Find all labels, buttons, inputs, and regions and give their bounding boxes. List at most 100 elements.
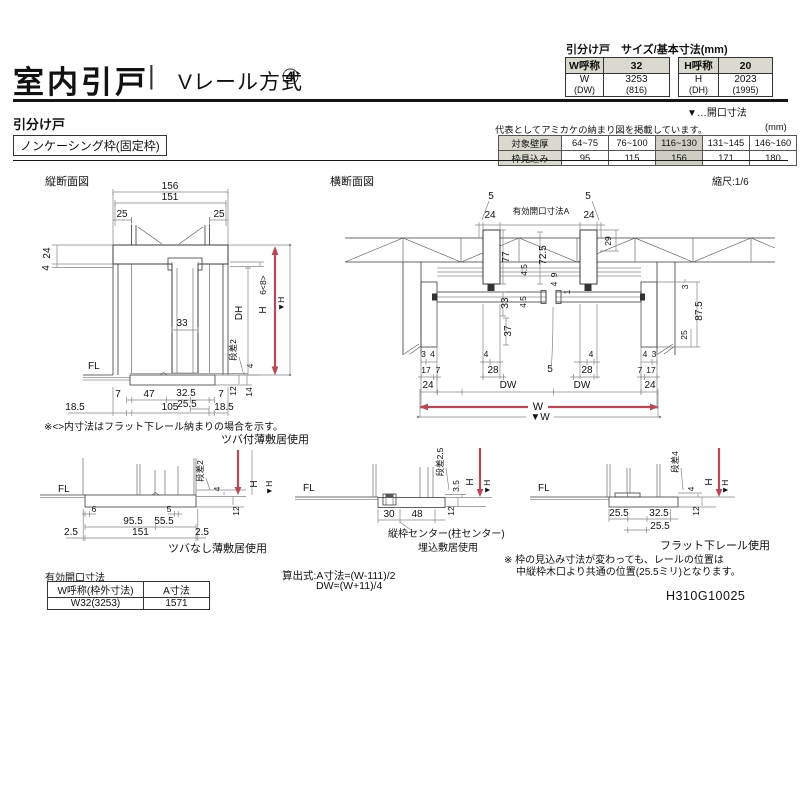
h-mark-label: ▼H xyxy=(276,297,286,312)
dim-label: 段差4 xyxy=(670,451,680,473)
h-mark-label: ▼H xyxy=(720,480,730,495)
horizontal-section-drawing: 5 24 有効開口寸法A 5 24 29 77 72.5 4.5 9 4 1 3… xyxy=(344,191,776,423)
dim-label: 105 xyxy=(162,402,179,413)
dim-label: 5 xyxy=(585,191,591,202)
h-dim-label: H xyxy=(249,480,260,487)
dim-label: 段差2 xyxy=(228,339,238,361)
dim-label: 24 xyxy=(422,380,434,391)
h-value-header: 20 xyxy=(718,57,773,74)
horizontal-section-label: 横断面図 xyxy=(330,176,374,188)
vsec-caption: ツバ付薄敷居使用 xyxy=(221,434,309,446)
w-name-header: W呼称 xyxy=(565,57,604,74)
wall-table-cell: 115 xyxy=(608,150,656,166)
dim-label: 151 xyxy=(162,192,179,203)
dim-label: 25.5 xyxy=(609,508,629,519)
wall-table-cell: 95 xyxy=(561,150,609,166)
opening-table-title: 有効開口寸法 xyxy=(45,573,105,584)
dim-label: 12 xyxy=(446,506,456,516)
dim-label: 3 xyxy=(652,349,657,359)
w-dim-label: W xyxy=(533,401,544,413)
h-dim-label: H xyxy=(258,306,269,313)
w-mark-label: ▼W xyxy=(530,412,550,423)
h-size-table: H呼称 20 H(DH) 2023(1995) xyxy=(678,57,773,97)
vertical-section-drawing: 156 151 25 25 24 4 FL 段差2 4 12 14 xyxy=(41,181,292,416)
dim-label: 25.5 xyxy=(177,399,197,410)
floor-level-label: FL xyxy=(303,483,315,494)
h-dim-label: H xyxy=(704,478,715,485)
dim-label: 6 xyxy=(92,504,97,514)
dim-label: 72.5 xyxy=(538,245,549,265)
dim-label: 12 xyxy=(231,506,241,516)
formula-line2: DW=(W+11)/4 xyxy=(316,580,383,592)
det2-caption2: 埋込敷居使用 xyxy=(418,543,478,554)
wall-table-cell: 64~75 xyxy=(561,135,609,151)
dim-label: 30 xyxy=(383,509,395,520)
dim-label: 3.5 xyxy=(451,480,461,492)
dim-label: 段差2 xyxy=(195,460,205,482)
wall-table-cell: 131~145 xyxy=(702,135,750,151)
vsec-note: ※<>内寸法はフラット下レール納まりの場合を示す。 xyxy=(44,422,284,433)
page-title: 室内引戸 xyxy=(13,65,149,100)
section-rule xyxy=(13,160,788,162)
unit-label: (mm) xyxy=(765,122,787,132)
method-number: ④ xyxy=(281,66,301,89)
title-divider: | xyxy=(148,60,155,90)
h-dim-label: H xyxy=(465,478,476,485)
dim-label: 3 xyxy=(680,284,690,289)
dim-label: 14 xyxy=(244,387,254,397)
opening-table-cell: 1571 xyxy=(143,597,210,610)
representative-note: 代表としてアミカケの納まり図を掲載しています。 xyxy=(495,125,708,135)
dim-label: 4 xyxy=(245,363,255,368)
wall-table-cell: 180 xyxy=(749,150,797,166)
h-mark-label: ▼H xyxy=(482,480,492,495)
vertical-section-label: 縦断面図 xyxy=(45,176,89,188)
h-value-cell: 2023(1995) xyxy=(718,73,773,97)
dim-label: 5 xyxy=(488,191,494,202)
floor-level-label: FL xyxy=(58,484,70,495)
dw-dim-label: DW xyxy=(574,380,591,391)
dim-label: 24 xyxy=(42,247,53,259)
wall-table-cell: 146~160 xyxy=(749,135,797,151)
scale-label: 縮尺:1/6 xyxy=(712,177,749,188)
dim-label: 7 xyxy=(218,389,224,400)
dim-label: 4 xyxy=(549,281,559,286)
dim-label: 3 xyxy=(421,349,426,359)
dim-label: 17 xyxy=(421,365,431,375)
dim-label: 25 xyxy=(679,330,689,340)
method-label: Vレール方式 xyxy=(178,71,304,94)
dim-label: 24 xyxy=(644,380,656,391)
dim-label: 4 xyxy=(484,349,489,359)
dw-dim-label: DW xyxy=(500,380,517,391)
wall-table-header-cell: 枠見込み xyxy=(498,150,562,166)
dim-label: 156 xyxy=(162,181,179,192)
opening-a-label: 有効開口寸法A xyxy=(513,206,570,216)
frame-type-label: ノンケーシング枠(固定枠) xyxy=(13,135,167,156)
dim-label: 95.5 xyxy=(123,516,143,527)
h-name-cell: H(DH) xyxy=(678,73,719,97)
dim-label: 47 xyxy=(143,389,155,400)
opening-table-header: A寸法 xyxy=(143,581,210,598)
size-table-caption: 引分け戸 サイズ/基本寸法(mm) xyxy=(566,44,728,56)
det3-caption: フラット下レール使用 xyxy=(660,540,770,552)
header-rule xyxy=(13,99,788,102)
dim-label: 4 xyxy=(430,349,435,359)
dim-label: 4 xyxy=(41,265,52,271)
dim-label: 4 xyxy=(212,486,222,491)
rail-note-line1: ※ 枠の見込み寸法が変わっても、レールの位置は xyxy=(504,555,724,566)
opening-table-header: W呼称(枠外寸法) xyxy=(47,581,144,598)
dim-label: 段差2.5 xyxy=(435,447,445,476)
dim-label: 24 xyxy=(583,210,595,221)
dim-label: 29 xyxy=(603,236,613,246)
dim-label: 28 xyxy=(581,365,593,376)
document-code: H310G10025 xyxy=(666,589,746,603)
wall-thickness-table: 対象壁厚 64~75 76~100 116~130 131~145 146~16… xyxy=(498,135,797,166)
dim-label: 17 xyxy=(646,365,656,375)
dim-label: 18.5 xyxy=(214,402,234,413)
dim-label: 9 xyxy=(549,272,559,277)
w-value-header: 32 xyxy=(603,57,670,74)
det1-caption: ツバなし薄敷居使用 xyxy=(168,543,267,555)
wall-table-cell-highlight: 116~130 xyxy=(655,135,703,151)
dim-label: 6<8> xyxy=(258,275,268,294)
dim-label: 7 xyxy=(638,365,643,375)
dim-label: 2.5 xyxy=(64,527,78,538)
